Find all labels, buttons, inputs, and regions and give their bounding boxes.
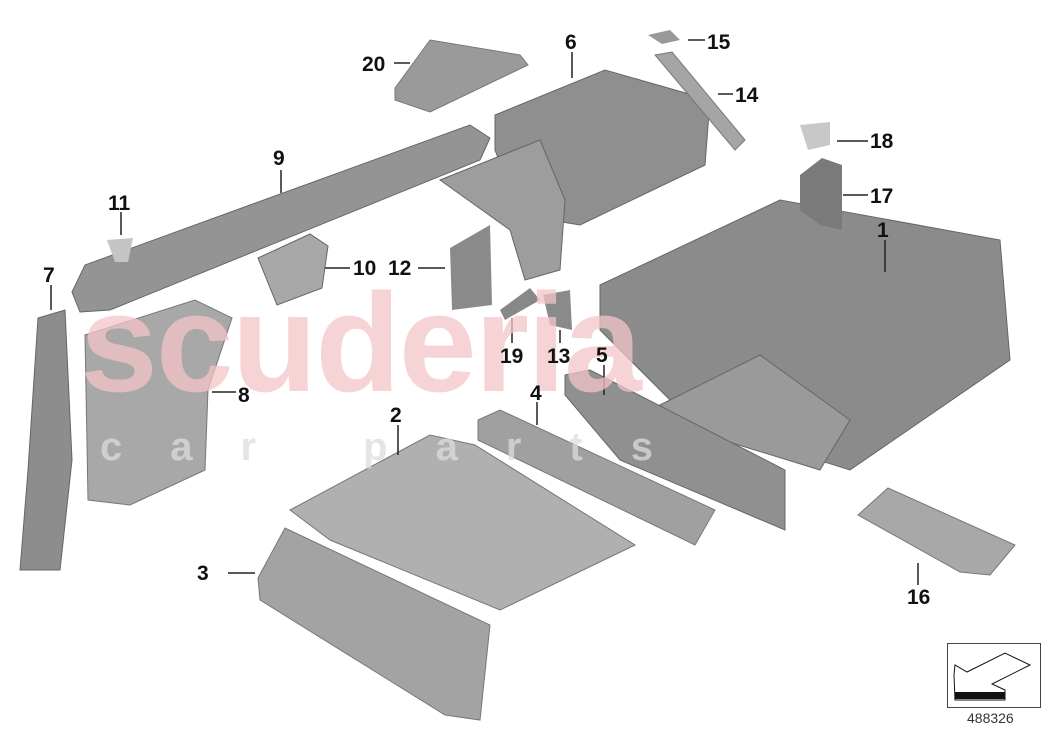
part-4 xyxy=(477,409,716,546)
callout-4: 4 xyxy=(530,382,542,405)
part-16 xyxy=(857,487,1016,576)
view-direction-arrow-icon xyxy=(953,652,1032,701)
part-14 xyxy=(654,51,746,151)
callout-18: 18 xyxy=(870,130,894,153)
callout-19: 19 xyxy=(500,345,524,368)
orientation-box xyxy=(947,643,1041,708)
callout-12: 12 xyxy=(388,257,412,280)
callout-13: 13 xyxy=(547,345,571,368)
part-11 xyxy=(107,238,133,262)
part-9 xyxy=(71,124,491,313)
part-15 xyxy=(648,30,680,44)
part-3 xyxy=(257,527,491,721)
callout-2: 2 xyxy=(390,404,402,427)
part-19 xyxy=(500,288,540,320)
callout-1: 1 xyxy=(877,219,889,242)
part-10 xyxy=(257,233,329,306)
callout-14: 14 xyxy=(735,84,759,107)
part-18 xyxy=(800,122,830,150)
part-20 xyxy=(394,39,529,113)
callout-15: 15 xyxy=(707,31,731,54)
callout-9: 9 xyxy=(273,147,285,170)
callout-17: 17 xyxy=(870,185,894,208)
callout-5: 5 xyxy=(596,344,608,367)
part-7 xyxy=(19,309,73,571)
part-5 xyxy=(564,369,786,531)
leader-lines xyxy=(50,39,919,585)
callout-20: 20 xyxy=(362,53,386,76)
part-13 xyxy=(543,290,572,330)
callout-8: 8 xyxy=(238,384,250,407)
part-12 xyxy=(450,225,492,310)
diagram-reference-number: 488326 xyxy=(967,710,1014,726)
part-8 xyxy=(84,299,233,506)
callout-7: 7 xyxy=(43,264,55,287)
callout-10: 10 xyxy=(353,257,377,280)
callout-3: 3 xyxy=(197,562,209,585)
part-17 xyxy=(800,158,842,230)
part-2 xyxy=(289,434,637,611)
callout-16: 16 xyxy=(907,586,931,609)
callout-6: 6 xyxy=(565,31,577,54)
callout-11: 11 xyxy=(108,192,131,215)
